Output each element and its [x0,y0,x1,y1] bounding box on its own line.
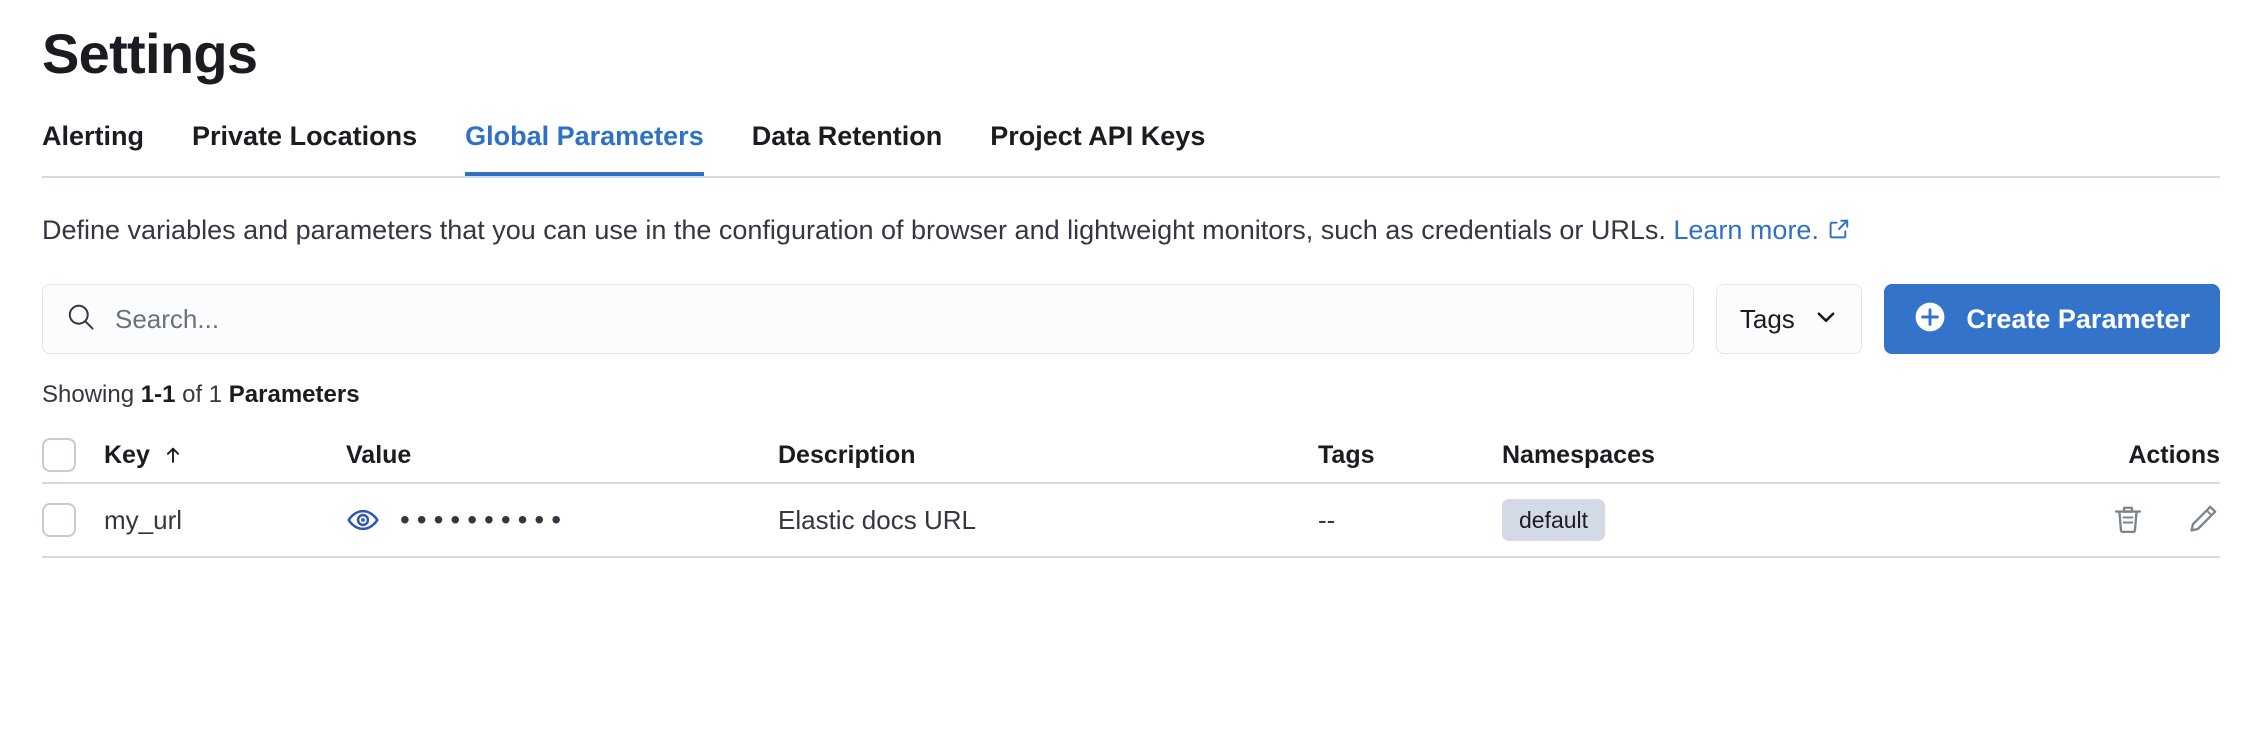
column-header-value: Value [346,441,778,470]
table-row: my_url •••••••••• Elastic docs URL -- de… [42,484,2220,558]
namespace-badge: default [1502,499,1606,541]
tab-alerting[interactable]: Alerting [42,116,144,174]
summary-entity: Parameters [228,381,360,408]
summary-prefix: Showing [42,381,141,408]
column-header-actions-label: Actions [2128,440,2220,469]
chevron-down-icon [1813,304,1839,335]
tab-private-locations[interactable]: Private Locations [192,116,417,174]
tab-label: Data Retention [751,121,943,151]
controls-row: Search... Tags Create Parameter [42,284,2220,354]
search-placeholder: Search... [115,303,220,334]
cell-namespaces: default [1502,499,2020,541]
cell-key: my_url [104,504,183,535]
pencil-icon[interactable] [2184,502,2220,538]
cell-value-masked: •••••••••• [400,504,569,535]
column-header-namespaces-label: Namespaces [1502,440,1655,469]
column-header-tags-label: Tags [1318,440,1375,469]
learn-more-link[interactable]: Learn more. [1673,215,1851,245]
learn-more-label: Learn more. [1673,215,1819,245]
column-header-key-label: Key [104,440,150,469]
tab-project-api-keys[interactable]: Project API Keys [990,116,1205,174]
tab-global-parameters[interactable]: Global Parameters [465,116,704,176]
tags-filter-button[interactable]: Tags [1716,284,1863,354]
column-header-key[interactable]: Key [104,441,346,470]
tab-label: Alerting [42,121,145,151]
tab-label: Private Locations [192,121,418,151]
description-text: Define variables and parameters that you… [42,215,1674,245]
page-description: Define variables and parameters that you… [42,206,2207,256]
eye-icon[interactable] [346,503,380,537]
column-header-description: Description [778,441,1318,470]
external-link-icon [1827,208,1851,256]
column-header-value-label: Value [346,440,412,469]
settings-tabs: Alerting Private Locations Global Parame… [42,116,2220,178]
tab-label: Global Parameters [465,121,704,151]
trash-icon[interactable] [2110,502,2146,538]
cell-actions [2020,502,2220,538]
search-icon [65,301,97,338]
tab-label: Project API Keys [990,121,1206,151]
plus-circle-icon [1914,301,1946,338]
page-title: Settings [42,22,258,85]
row-select-checkbox[interactable] [42,503,76,537]
row-select-cell [42,503,104,537]
select-all-cell [42,438,104,472]
select-all-checkbox[interactable] [42,438,76,472]
tab-data-retention[interactable]: Data Retention [752,116,943,174]
table-header-row: Key Value Description Tags Namespaces [42,428,2220,484]
column-header-description-label: Description [778,440,916,469]
column-header-tags: Tags [1318,441,1502,470]
tags-filter-label: Tags [1739,303,1795,334]
summary-range: 1-1 [140,381,176,408]
results-summary: Showing 1-1 of 1 Parameters [42,380,2220,410]
cell-value: •••••••••• [346,503,778,537]
column-header-namespaces: Namespaces [1502,441,2020,470]
create-parameter-label: Create Parameter [1966,303,2190,334]
summary-middle: of 1 [175,381,229,408]
cell-description: Elastic docs URL [778,504,976,535]
parameters-table: Key Value Description Tags Namespaces [42,428,2220,558]
arrow-up-icon [162,444,184,466]
column-header-actions: Actions [2020,441,2220,470]
cell-tags: -- [1318,504,1336,535]
search-input[interactable]: Search... [42,284,1695,354]
create-parameter-button[interactable]: Create Parameter [1884,284,2220,354]
